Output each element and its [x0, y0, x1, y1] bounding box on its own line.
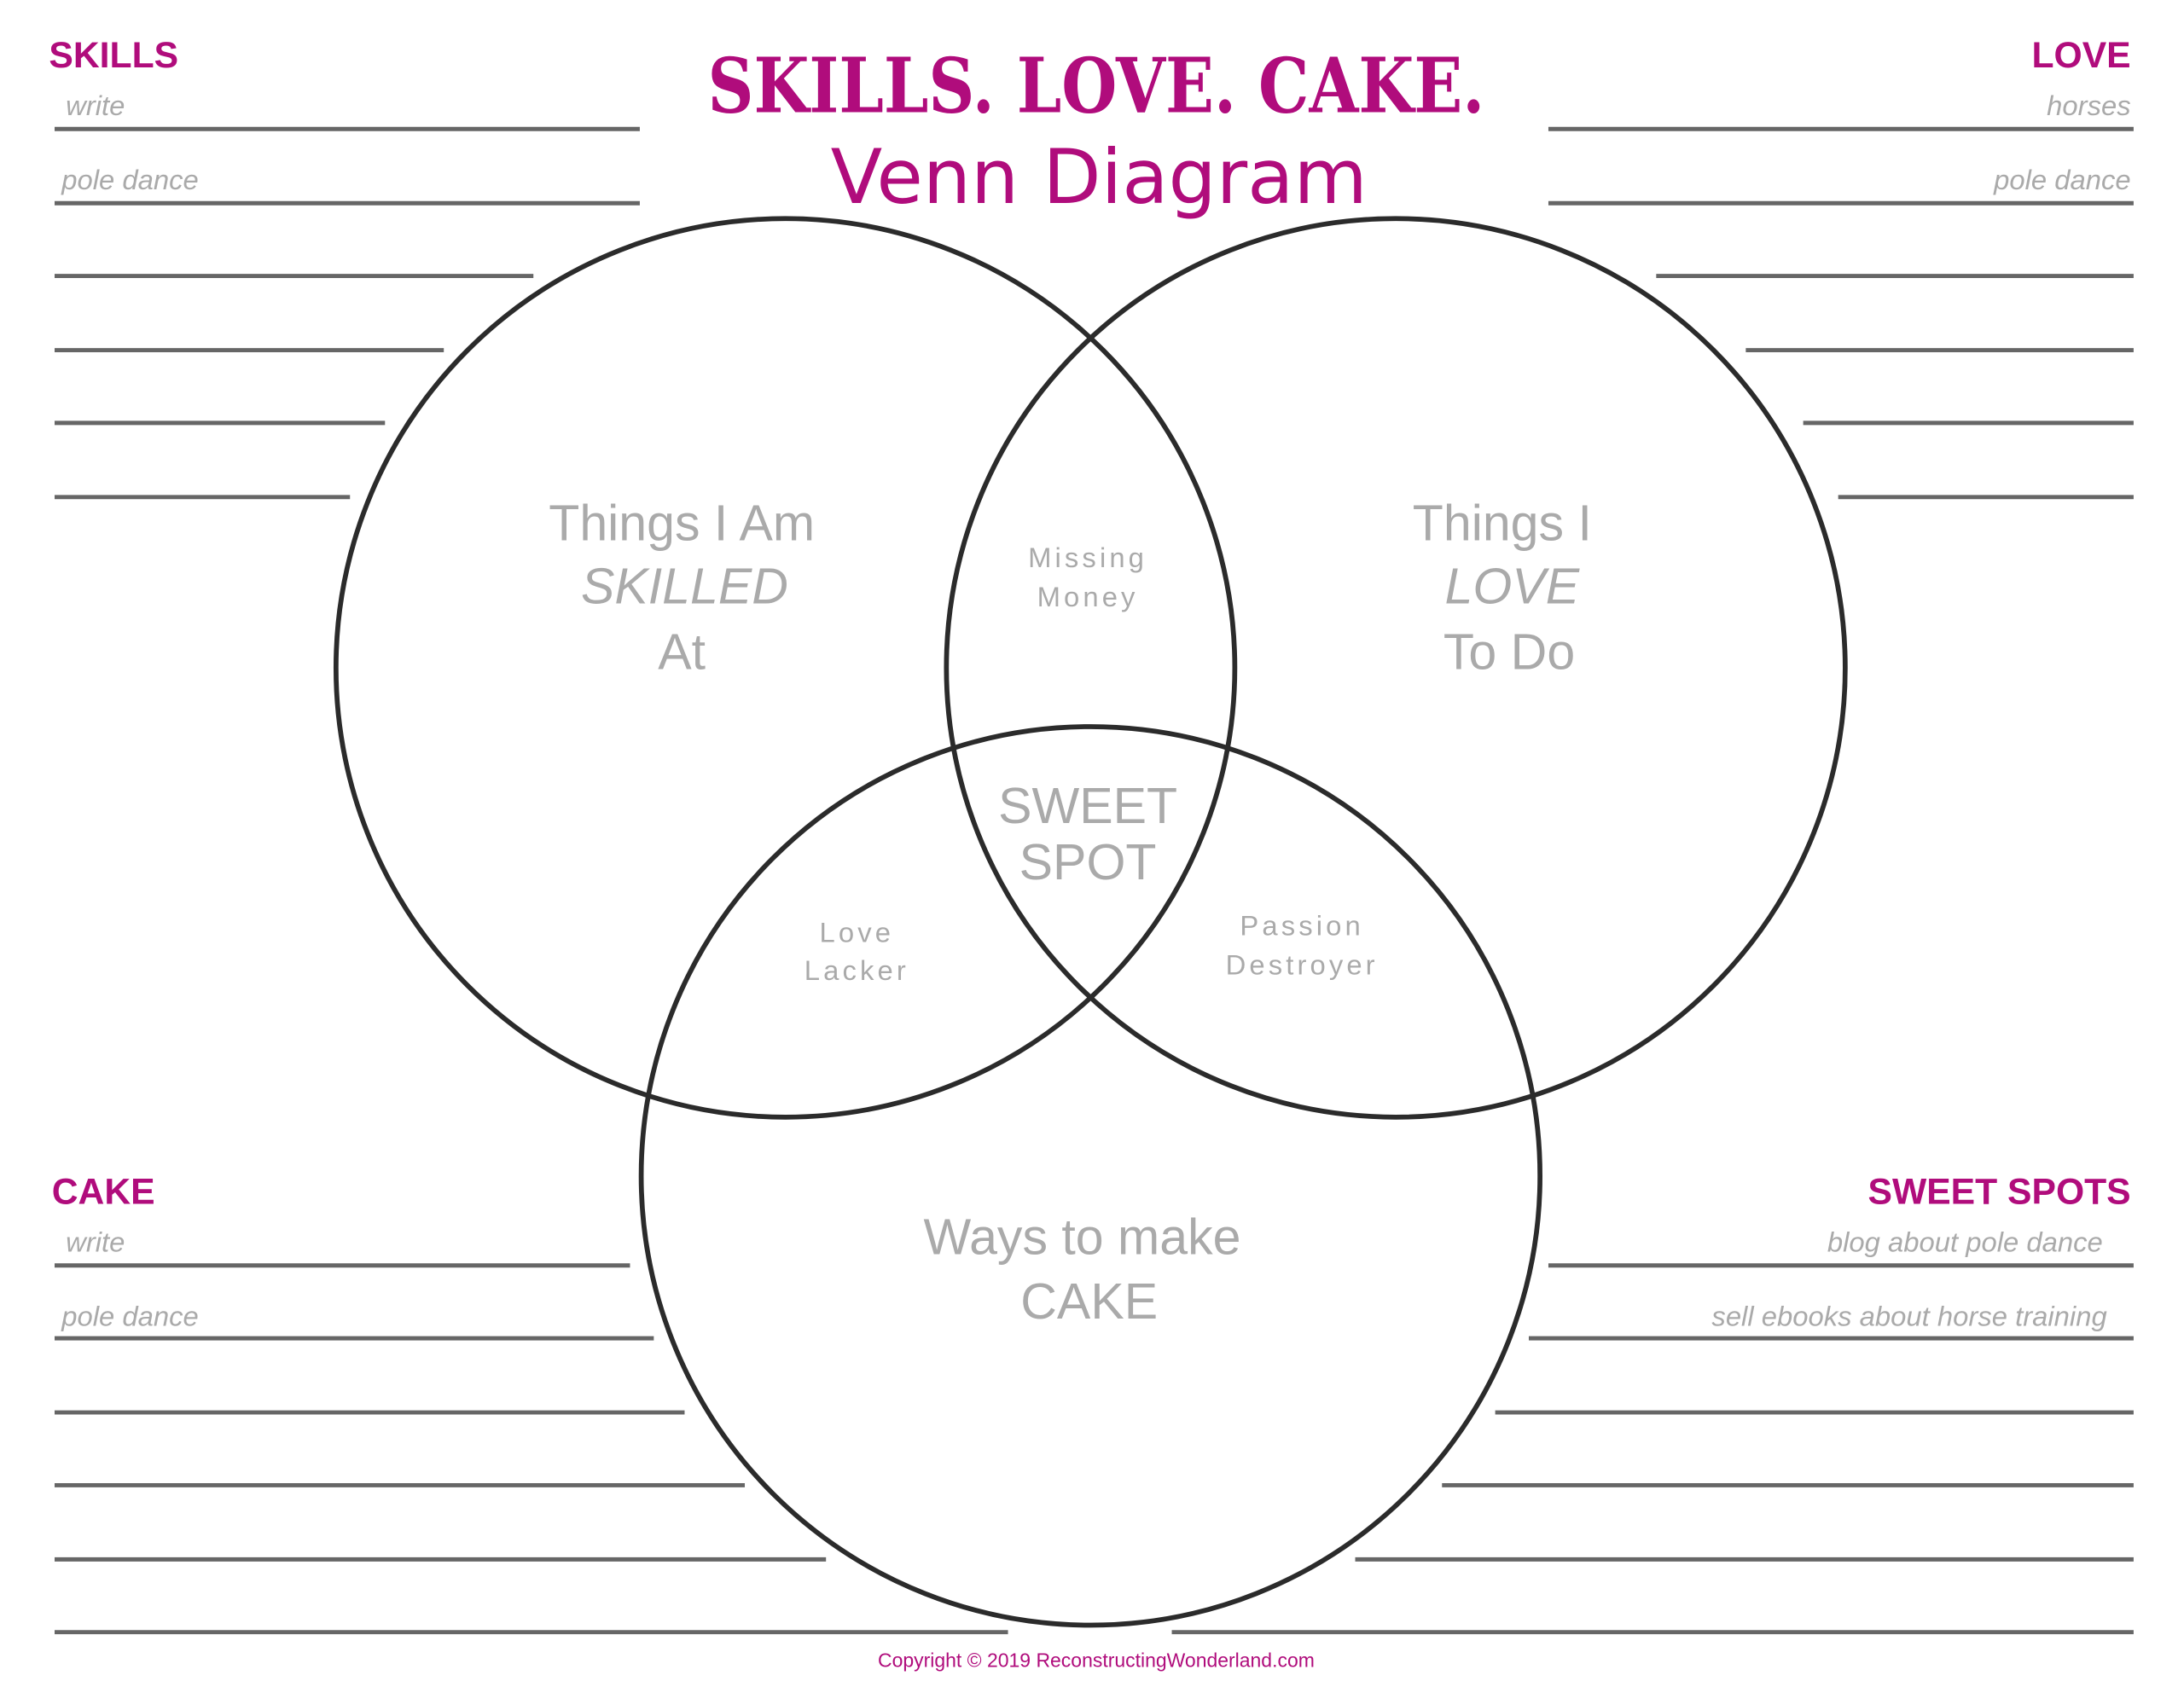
- label-line: At: [658, 624, 706, 681]
- love-heading: LOVE: [2032, 35, 2131, 76]
- sweet-spot-label: SWEET SPOT: [998, 778, 1177, 890]
- label-line: Missing: [1028, 542, 1147, 573]
- cake-entry[interactable]: write: [66, 1226, 125, 1257]
- label-line: Passion: [1240, 909, 1363, 941]
- label-line: SPOT: [1019, 834, 1157, 890]
- copyright-text: Copyright © 2019 ReconstructingWonderlan…: [878, 1649, 1315, 1672]
- label-line: Money: [1037, 581, 1139, 612]
- label-line: Things I Am: [549, 496, 815, 552]
- sweet-spots-entry[interactable]: sell ebooks about horse training: [1711, 1300, 2106, 1331]
- sweet-spots-heading: SWEET SPOTS: [1868, 1172, 2131, 1213]
- cake-circle: [638, 724, 1542, 1628]
- label-line: SKILLED: [581, 559, 788, 615]
- sweet-spots-entry[interactable]: blog about pole dance: [1827, 1226, 2103, 1257]
- passion-destroyer-label: Passion Destroyer: [1226, 909, 1379, 980]
- skills-entry[interactable]: write: [66, 90, 125, 121]
- love-list: LOVE horses pole dance: [1548, 35, 2134, 500]
- cake-heading: CAKE: [52, 1172, 155, 1213]
- label-line: Ways to make: [924, 1209, 1241, 1266]
- love-circle-label: Things I LOVE To Do: [1413, 496, 1592, 681]
- label-line: To Do: [1443, 624, 1575, 681]
- label-line: Lacker: [804, 954, 909, 986]
- skills-circle: [333, 216, 1238, 1120]
- label-line: CAKE: [1020, 1273, 1158, 1330]
- skills-heading: SKILLS: [49, 35, 178, 76]
- skills-entry[interactable]: pole dance: [61, 164, 199, 195]
- sweet-spots-list: SWEET SPOTS blog about pole dance sell e…: [1171, 1172, 2134, 1635]
- page-title: SKILLS. LOVE. CAKE.: [708, 42, 1485, 130]
- skills-list: SKILLS write pole dance: [49, 35, 640, 500]
- love-circle: [944, 216, 1848, 1120]
- label-line: Destroyer: [1226, 948, 1379, 980]
- missing-money-label: Missing Money: [1028, 542, 1147, 612]
- love-entry[interactable]: pole dance: [1993, 164, 2131, 195]
- love-lacker-label: Love Lacker: [804, 917, 909, 986]
- label-line: LOVE: [1445, 559, 1580, 615]
- label-line: SWEET: [998, 778, 1177, 834]
- cake-list: CAKE write pole dance: [52, 1172, 1008, 1635]
- skills-circle-label: Things I Am SKILLED At: [549, 496, 815, 681]
- label-line: Love: [820, 917, 895, 948]
- page-subtitle: Venn Diagram: [831, 133, 1368, 221]
- cake-entry[interactable]: pole dance: [61, 1300, 199, 1331]
- label-line: Things I: [1413, 496, 1592, 552]
- love-entry[interactable]: horses: [2047, 90, 2131, 121]
- cake-circle-label: Ways to make CAKE: [924, 1209, 1241, 1330]
